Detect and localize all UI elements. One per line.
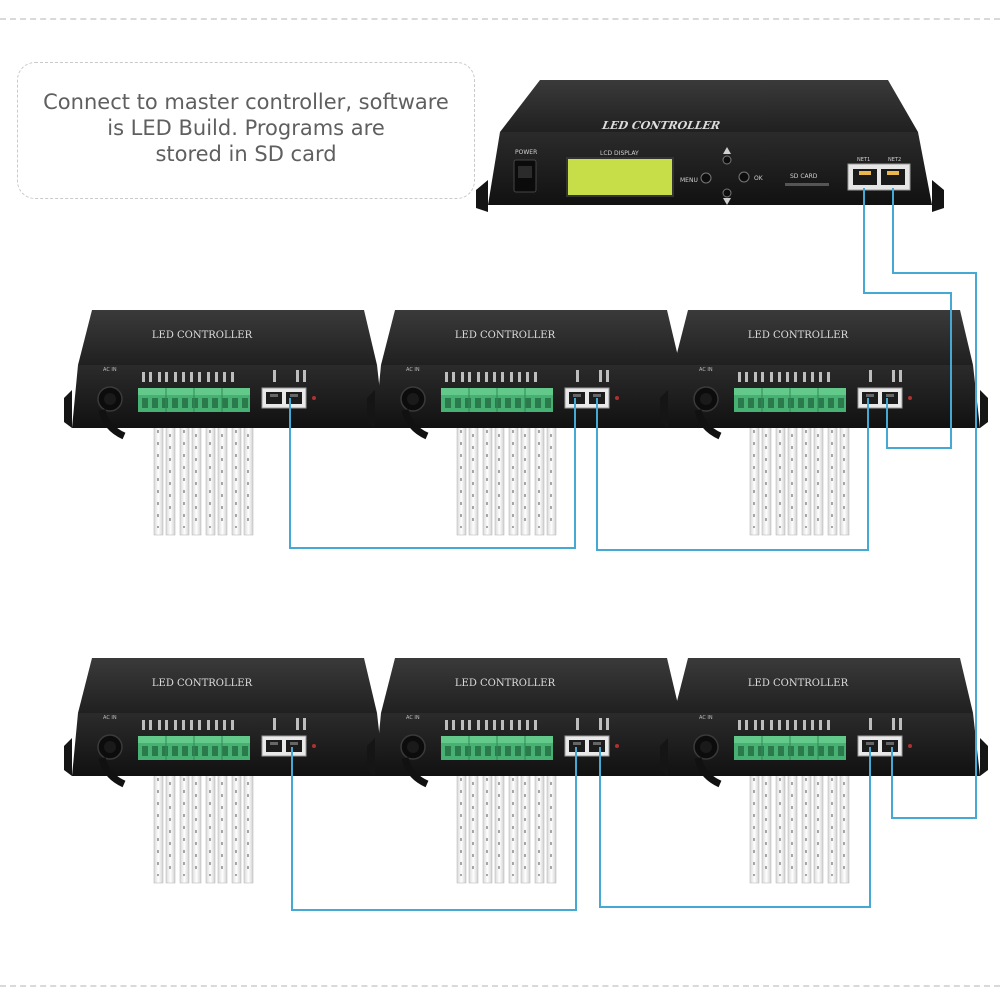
note-line-2: is LED Build. Programs are [107,116,385,140]
cable-slave-3-to-slave-2 [596,398,869,551]
master-brand: LED CONTROLLER [600,118,723,132]
sd-label: SD CARD [790,173,818,180]
cable-slave-6-to-slave-5 [599,747,871,908]
slave-controller-4 [64,658,392,883]
ok-label: OK [754,175,764,182]
menu-button-icon [700,172,712,184]
power-label: POWER [515,149,537,156]
note-line-1: Connect to master controller, software [43,90,449,114]
slave-2-ac-label: AC IN [406,367,420,373]
sd-slot [785,183,829,186]
note-line-3: stored in SD card [155,142,337,166]
slave-6-brand: LED CONTROLLER [748,678,849,689]
cable-slave-2-to-slave-1 [289,398,576,549]
slave-5-ac-label: AC IN [406,715,420,721]
top-divider [0,18,1000,20]
master-controller: LED CONTROLLER POWER LCD DISPLAY MENU OK… [476,80,944,212]
slave-2-brand: LED CONTROLLER [455,330,556,341]
slave-4-ac-label: AC IN [103,715,117,721]
lcd-display [566,157,674,197]
slave-6-ac-label: AC IN [699,715,713,721]
slave-controller-5 [367,658,695,883]
slave-controller-2 [367,310,695,535]
master-lid [500,80,918,132]
net2-label: NET2 [888,157,901,163]
slave-controller-3 [660,310,988,535]
note-callout: Connect to master controller, software i… [17,62,475,199]
slave-5-brand: LED CONTROLLER [455,678,556,689]
slave-controller-6 [660,658,988,883]
slave-1-brand: LED CONTROLLER [152,330,253,341]
slave-controller-1 [64,310,392,535]
down-arrow-icon [723,198,731,205]
network-cables [289,188,977,911]
cable-slave-5-to-slave-4 [291,747,577,911]
slave-4-brand: LED CONTROLLER [152,678,253,689]
slave-3-ac-label: AC IN [699,367,713,373]
bottom-divider [0,985,1000,987]
slave-1-ac-label: AC IN [103,367,117,373]
cable-master-to-slave-3 [863,188,952,449]
up-arrow-icon [723,147,731,154]
menu-label: MENU [680,177,698,184]
cable-master-to-slave-6 [891,188,977,819]
lcd-label: LCD DISPLAY [600,150,639,157]
slave-3-brand: LED CONTROLLER [748,330,849,341]
net1-label: NET1 [857,157,870,163]
note-text: Connect to master controller, software i… [18,89,474,167]
ok-button-icon [738,171,750,183]
